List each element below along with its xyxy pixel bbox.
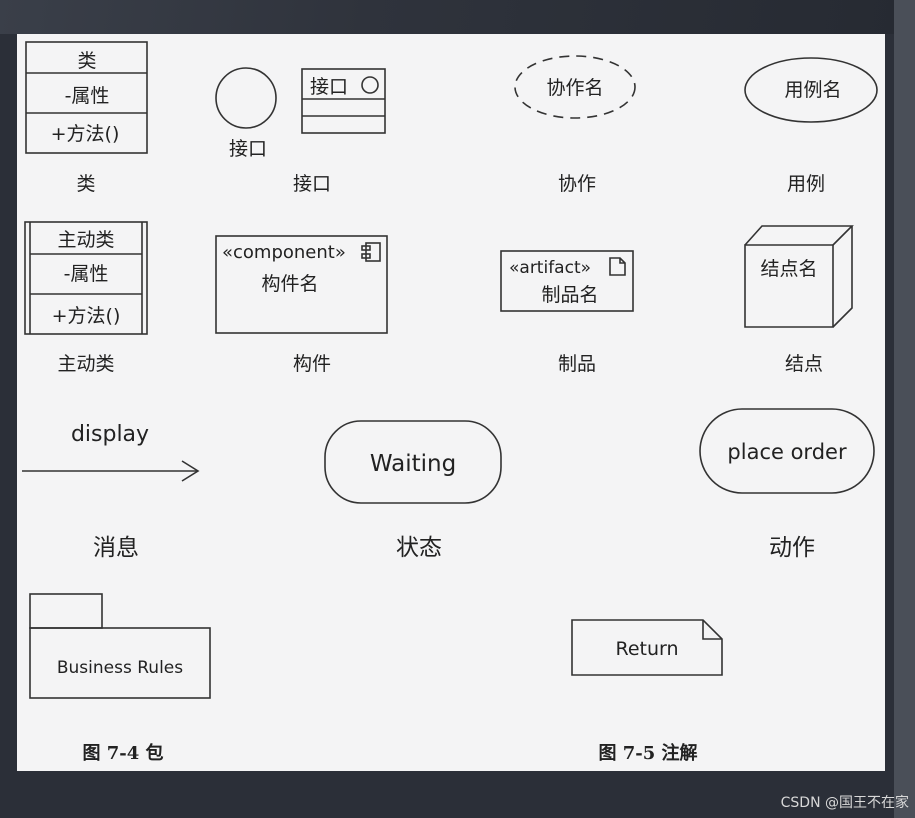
node-name: 结点名	[760, 258, 817, 280]
active-class-method: +方法()	[52, 305, 121, 327]
note-symbol: Return	[571, 619, 723, 676]
watermark: CSDN @国王不在家	[780, 795, 909, 811]
node-caption: 结点	[785, 353, 823, 375]
collaboration-caption: 协作	[558, 173, 596, 195]
package-symbol: Business Rules	[29, 593, 211, 699]
interface-lollipop-icon	[361, 76, 379, 94]
interface-box-title: 接口	[310, 76, 348, 98]
note-figure-caption: 图 7-5 注解	[598, 742, 697, 764]
interface-symbol: 接口 接口	[215, 67, 386, 160]
interface-caption: 接口	[293, 173, 331, 195]
class-name: 类	[77, 50, 96, 72]
arrow-head-icon	[181, 460, 200, 482]
usecase-caption: 用例	[787, 173, 825, 195]
class-caption: 类	[76, 173, 95, 195]
action-caption: 动作	[769, 535, 815, 561]
diagram-panel	[17, 34, 885, 771]
action-symbol: place order	[699, 408, 875, 494]
active-class-attribute: -属性	[64, 263, 109, 285]
component-icon	[361, 242, 381, 262]
usecase-symbol: 用例名	[744, 57, 878, 123]
state-symbol: Waiting	[324, 420, 502, 504]
class-symbol: 类 -属性 +方法()	[25, 41, 148, 154]
usecase-name: 用例名	[784, 79, 841, 101]
artifact-name: 制品名	[541, 284, 598, 306]
document-icon	[609, 257, 626, 276]
message-caption: 消息	[93, 535, 139, 561]
collaboration-name: 协作名	[546, 77, 603, 99]
collaboration-symbol: 协作名	[514, 55, 636, 119]
state-caption: 状态	[396, 535, 442, 561]
window-top-bar	[0, 0, 915, 34]
active-class-name: 主动类	[57, 229, 114, 251]
class-method: +方法()	[51, 123, 120, 145]
state-label: Waiting	[370, 451, 456, 477]
class-attribute: -属性	[65, 85, 110, 107]
component-caption: 构件	[293, 353, 331, 375]
action-label: place order	[727, 440, 847, 464]
note-label: Return	[615, 638, 678, 660]
component-symbol: «component» 构件名	[215, 235, 388, 334]
window-right-edge	[894, 0, 915, 818]
node-symbol: 结点名	[744, 225, 854, 328]
active-class-caption: 主动类	[57, 353, 114, 375]
message-label: display	[71, 422, 149, 447]
artifact-stereotype: «artifact»	[509, 258, 591, 278]
interface-circle-label: 接口	[229, 138, 267, 160]
component-stereotype: «component»	[222, 242, 346, 263]
package-label: Business Rules	[57, 658, 183, 678]
active-class-symbol: 主动类 -属性 +方法()	[24, 221, 148, 335]
package-figure-caption: 图 7-4 包	[82, 742, 163, 764]
component-name: 构件名	[261, 273, 318, 295]
artifact-symbol: «artifact» 制品名	[500, 250, 634, 312]
artifact-caption: 制品	[558, 353, 596, 375]
message-symbol: display	[22, 422, 200, 482]
